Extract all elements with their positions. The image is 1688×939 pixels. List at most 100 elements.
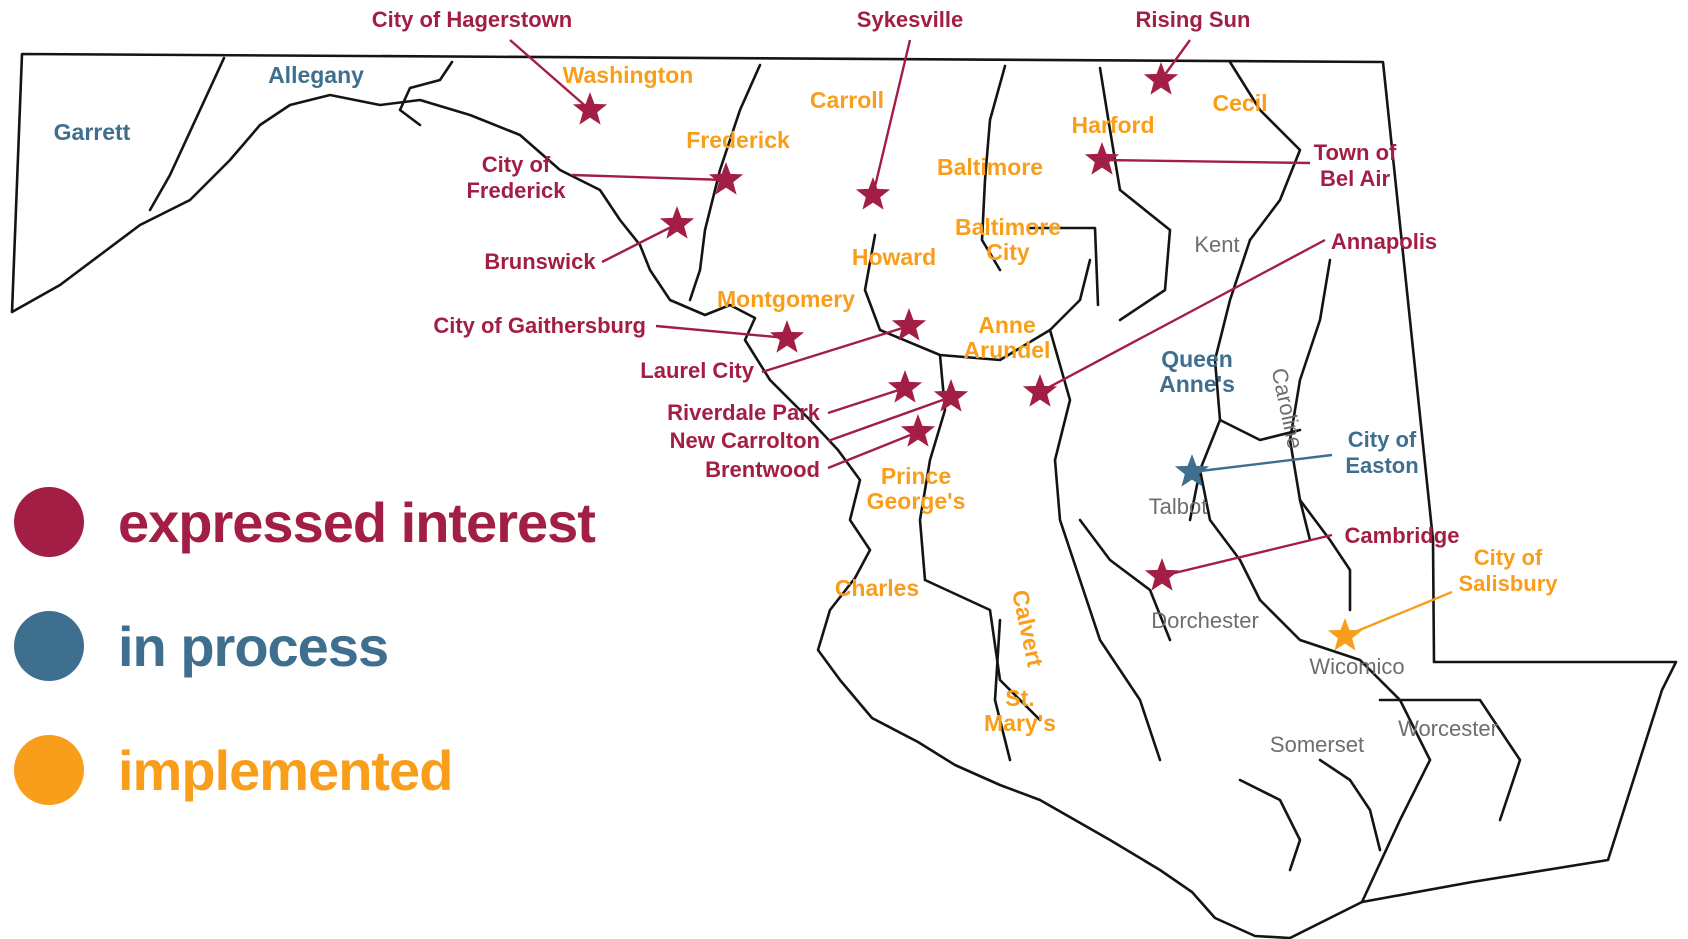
leader-line-cambridge	[1161, 533, 1333, 578]
county-label-allegany-line: Allegany	[268, 62, 364, 88]
county-label-prince-george-s-line: George's	[867, 488, 966, 514]
county-label-wicomico-line: Wicomico	[1309, 654, 1404, 679]
county-label-howard: Howard	[852, 244, 936, 270]
county-label-harford: Harford	[1071, 112, 1154, 138]
municipality-label-city-of-hagerstown: City of Hagerstown	[372, 7, 572, 32]
county-label-washington-line: Washington	[563, 62, 694, 88]
municipality-label-cambridge-line: Cambridge	[1345, 523, 1460, 548]
star-brunswick-icon	[659, 206, 695, 239]
municipality-label-city-of-frederick-line: Frederick	[466, 178, 566, 203]
municipality-label-city-of-gaithersburg-line: City of Gaithersburg	[433, 313, 646, 338]
municipality-label-city-of-easton-line: Easton	[1345, 453, 1418, 478]
leader-line-city-of-hagerstown	[509, 39, 591, 111]
county-label-talbot: Talbot	[1149, 494, 1208, 519]
municipality-label-annapolis: Annapolis	[1331, 229, 1437, 254]
leader-line-brunswick	[601, 222, 678, 264]
legend-label-expressed-interest: expressed interest	[118, 490, 596, 554]
legend-item-expressed-interest: expressed interest	[14, 460, 596, 584]
leader-line-laurel-city	[761, 324, 910, 374]
legend-item-implemented: implemented	[14, 708, 595, 832]
county-label-montgomery-line: Montgomery	[717, 286, 855, 312]
leader-line-new-carrolton	[827, 395, 952, 443]
county-label-anne-arundel-line: Anne	[978, 312, 1036, 338]
municipality-label-town-of-bel-air-line: Bel Air	[1320, 166, 1391, 191]
leader-line-city-of-salisbury	[1344, 590, 1453, 638]
county-label-calvert-line: Calvert	[1007, 587, 1049, 669]
municipality-label-new-carrolton-line: New Carrolton	[670, 428, 820, 453]
county-label-queen-anne-s-line: Queen	[1161, 346, 1233, 372]
municipality-label-brunswick: Brunswick	[484, 249, 596, 274]
legend-dot-expressed-interest-icon	[14, 487, 84, 557]
county-label-garrett: Garrett	[54, 119, 131, 145]
county-label-caroline: Caroline	[1267, 366, 1308, 451]
county-label-kent-line: Kent	[1194, 232, 1239, 257]
municipality-label-sykesville: Sykesville	[857, 7, 963, 32]
star-laurel-city-icon	[891, 308, 927, 341]
county-label-charles: Charles	[835, 575, 919, 601]
municipality-label-brentwood-line: Brentwood	[705, 457, 820, 482]
county-label-charles-line: Charles	[835, 575, 919, 601]
county-label-st-mary-s: St.Mary's	[984, 685, 1056, 736]
county-label-howard-line: Howard	[852, 244, 936, 270]
leader-line-city-of-easton	[1191, 453, 1333, 474]
municipality-label-city-of-frederick-line: City of	[482, 152, 551, 177]
county-label-washington: Washington	[563, 62, 694, 88]
county-label-garrett-line: Garrett	[54, 119, 131, 145]
municipality-label-rising-sun: Rising Sun	[1136, 7, 1251, 32]
municipality-label-riverdale-park-line: Riverdale Park	[667, 400, 821, 425]
star-city-of-frederick-icon	[708, 162, 744, 195]
star-brentwood-icon	[900, 414, 936, 447]
municipality-label-city-of-salisbury-line: Salisbury	[1458, 571, 1558, 596]
county-label-st-mary-s-line: Mary's	[984, 710, 1056, 736]
county-label-baltimore: Baltimore	[937, 154, 1043, 180]
county-label-prince-george-s-line: Prince	[881, 463, 951, 489]
county-label-dorchester-line: Dorchester	[1151, 608, 1259, 633]
legend-item-in-process: in process	[14, 584, 595, 708]
county-label-baltimore-city-line: Baltimore	[955, 214, 1061, 240]
county-label-allegany: Allegany	[268, 62, 364, 88]
county-label-somerset: Somerset	[1270, 732, 1364, 757]
leader-line-annapolis	[1039, 238, 1326, 394]
municipality-label-rising-sun-line: Rising Sun	[1136, 7, 1251, 32]
municipality-label-sykesville-line: Sykesville	[857, 7, 963, 32]
county-label-anne-arundel-line: Arundel	[964, 337, 1051, 363]
leader-line-brentwood	[827, 430, 919, 470]
municipality-label-city-of-easton-line: City of	[1348, 427, 1417, 452]
legend-label-in-process: in process	[118, 614, 389, 678]
star-rising-sun-icon	[1143, 62, 1179, 95]
municipality-label-cambridge: Cambridge	[1345, 523, 1460, 548]
municipality-label-annapolis-line: Annapolis	[1331, 229, 1437, 254]
county-label-calvert: Calvert	[1007, 587, 1049, 669]
county-label-frederick: Frederick	[686, 127, 790, 153]
county-label-wicomico: Wicomico	[1309, 654, 1404, 679]
municipality-label-brentwood: Brentwood	[705, 457, 820, 482]
county-label-dorchester: Dorchester	[1151, 608, 1259, 633]
leader-line-city-of-gaithersburg	[655, 324, 788, 340]
county-label-frederick-line: Frederick	[686, 127, 790, 153]
legend-label-implemented: implemented	[118, 738, 453, 802]
leader-line-rising-sun	[1160, 39, 1191, 81]
municipality-label-riverdale-park: Riverdale Park	[667, 400, 821, 425]
county-label-harford-line: Harford	[1071, 112, 1154, 138]
legend-dot-in-process-icon	[14, 611, 84, 681]
county-label-carroll: Carroll	[810, 87, 884, 113]
star-city-of-salisbury-icon	[1327, 618, 1363, 651]
municipality-label-laurel-city: Laurel City	[640, 358, 754, 383]
county-label-kent: Kent	[1194, 232, 1239, 257]
municipality-label-city-of-hagerstown-line: City of Hagerstown	[372, 7, 572, 32]
star-sykesville-icon	[855, 177, 891, 210]
county-label-queen-anne-s-line: Anne's	[1159, 371, 1235, 397]
county-label-baltimore-line: Baltimore	[937, 154, 1043, 180]
municipality-label-town-of-bel-air-line: Town of	[1314, 140, 1397, 165]
star-riverdale-park-icon	[887, 370, 923, 403]
county-boundaries	[10, 52, 1678, 939]
county-label-talbot-line: Talbot	[1149, 494, 1208, 519]
